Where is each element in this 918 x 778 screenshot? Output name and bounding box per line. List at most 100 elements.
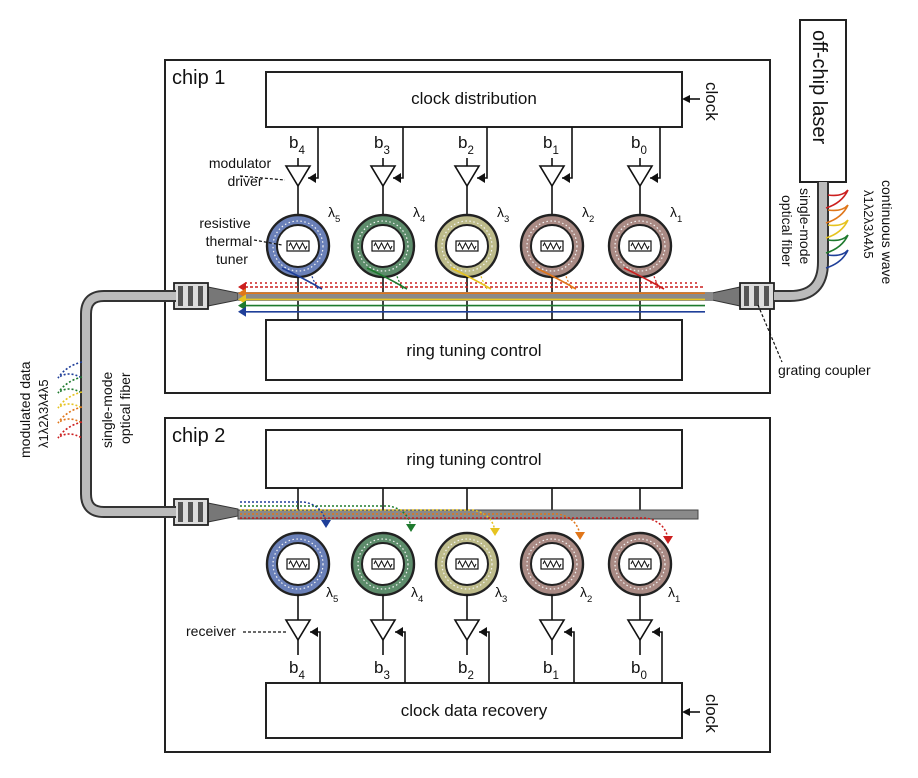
modulated-data-peak-0 xyxy=(57,361,83,379)
modulator-driver-leader xyxy=(239,175,286,181)
chip1-left-grating-coupler-tooth-1 xyxy=(188,286,193,306)
chip1-ring-resonator-1-heater-zigzag xyxy=(373,241,393,251)
chip2-ring-resonator-1-waveguide xyxy=(357,538,409,590)
chip1-left-grating-coupler-tooth-0 xyxy=(178,286,183,306)
modulated-data-peak-1 xyxy=(57,376,83,394)
chip2-ring-resonator-4-heater-zigzag xyxy=(630,559,650,569)
chip1-ring-resonator-2 xyxy=(434,213,500,279)
chip2-bus-waveguide xyxy=(173,498,699,544)
chip2-drop-arrowhead-3 xyxy=(575,532,585,540)
chip1-bit-label-2: b2 xyxy=(458,133,474,157)
c2-col-0-clock-arrowhead xyxy=(310,627,318,637)
continuous-wave-peak-3 xyxy=(825,234,849,254)
chip1-ring-resonator-2-heater-zigzag xyxy=(457,241,477,251)
chip2-drop-arrowhead-2 xyxy=(490,528,500,536)
chip2-receiver-3 xyxy=(538,619,566,642)
chip1-ring-lambda-4: λ4 xyxy=(413,204,426,225)
chip1-ring-resonator-4 xyxy=(607,213,673,279)
chip1-bit-label-3: b3 xyxy=(374,133,390,157)
left-fiber-core xyxy=(82,292,176,516)
modulated-data-peak-4 xyxy=(57,421,83,439)
chip1-title: chip 1 xyxy=(172,67,225,89)
chip1-ring-resonator-0-heater-zigzag xyxy=(288,241,308,251)
chip1-ring-resonator-4-heater-zigzag xyxy=(630,241,650,251)
chip2-bus-wavelength-2 xyxy=(240,509,496,533)
c1-col-3-clock-arrowhead xyxy=(562,173,570,183)
chip2-title: chip 2 xyxy=(172,425,225,447)
continuous-wave-peak-0 xyxy=(825,189,849,209)
off-chip-laser-box xyxy=(799,19,847,183)
chip2-ring-resonator-4-waveguide xyxy=(614,538,666,590)
continuous-wave-label: continuous wave xyxy=(879,180,895,285)
chip1-left-grating-coupler xyxy=(173,282,209,310)
chip1-right-grating-coupler-tooth-1 xyxy=(754,286,759,306)
c1-col-4-clock-arrowhead xyxy=(650,173,658,183)
chip2-ring-lambda-4: λ4 xyxy=(411,584,424,605)
chip2-ring-resonator-2-heater-zigzag xyxy=(457,559,477,569)
tuner-label: tuner xyxy=(216,251,248,267)
c2-col-2-clock-arrowhead xyxy=(479,627,487,637)
ring-tuning-control-box-chip2 xyxy=(265,429,683,489)
chip1-ring-coupling-1 xyxy=(366,267,408,290)
chip2-ring-resonator-0-waveguide xyxy=(272,538,324,590)
chip1-ring-lambda-2: λ2 xyxy=(582,204,594,225)
chip2-bit-label-3: b3 xyxy=(374,658,390,682)
continuous-wave-peak-4 xyxy=(825,249,849,269)
chip2-ring-resonator-2 xyxy=(434,531,500,597)
chip2-bit-label-2: b2 xyxy=(458,658,474,682)
c2-col-1-clock-arrowhead xyxy=(395,627,403,637)
c1-col-1-clock-arrowhead xyxy=(393,173,401,183)
clock-label-chip1: clock xyxy=(702,82,721,121)
chip2-bus-wavelength-0 xyxy=(240,501,327,525)
chip1-ring-resonator-3-heater-zigzag xyxy=(542,241,562,251)
fiber-left-line1: single-mode xyxy=(99,372,115,448)
continuous-wave-peak-1 xyxy=(825,204,849,224)
grating-coupler-leader xyxy=(757,304,783,363)
chip1-bit-label-0: b0 xyxy=(631,133,647,157)
chip1-bus-core xyxy=(238,292,713,301)
chip1-modulator-driver-3 xyxy=(538,165,566,188)
chip2-ring-resonator-1 xyxy=(350,531,416,597)
chip1-ring-resonator-3 xyxy=(519,213,585,279)
right-fiber-core xyxy=(774,182,827,300)
chip1-modulator-driver-2 xyxy=(453,165,481,188)
chip2-receiver-1 xyxy=(369,619,397,642)
chip2-receiver-4 xyxy=(626,619,654,642)
chip1-ring-lambda-5: λ5 xyxy=(328,204,340,225)
chip1-modulator-driver-0 xyxy=(284,165,312,188)
continuous-wave-peak-2 xyxy=(825,219,849,239)
clock-data-recovery-box xyxy=(265,682,683,739)
resistive-label: resistive xyxy=(199,215,251,231)
chip1-ring-coupling-3 xyxy=(535,267,577,290)
chip2-ring-resonator-1-heater-zigzag xyxy=(373,559,393,569)
chip2-left-grating-coupler-tooth-1 xyxy=(188,502,193,522)
chip1-ring-resonator-0-waveguide xyxy=(272,220,324,272)
chip2-ring-resonator-0-heater-zigzag xyxy=(288,559,308,569)
chip1-modulator-driver-4 xyxy=(626,165,654,188)
chip1-ring-coupling-dash-0 xyxy=(311,275,319,290)
chip2-receiver-0 xyxy=(284,619,312,642)
off-chip-laser-label: off-chip laser xyxy=(808,30,830,144)
modulated-data-lambdas: λ1λ2λ3λ4λ5 xyxy=(36,379,51,448)
chip1-right-grating-coupler xyxy=(739,282,775,310)
c2-col-3-clock-arrowhead xyxy=(564,627,572,637)
chip2-ring-resonator-4 xyxy=(607,531,673,597)
fiber-right-line2: optical fiber xyxy=(779,195,795,267)
chip1-ring-coupling-dash-2 xyxy=(480,275,488,290)
chip1-ring-resonator-2-waveguide xyxy=(441,220,493,272)
left-single-mode-fiber xyxy=(57,290,176,518)
chip2-left-grating-coupler-tooth-0 xyxy=(178,502,183,522)
chip1-ring-resonator-3-waveguide xyxy=(526,220,578,272)
chip2-ring-resonator-0 xyxy=(265,531,331,597)
chip1-right-grating-coupler-tooth-2 xyxy=(764,286,769,306)
chip1-bit-label-1: b1 xyxy=(543,133,559,157)
chip2-receiver-2 xyxy=(453,619,481,642)
chip2-ring-lambda-2: λ2 xyxy=(580,584,592,605)
chip2-ring-resonator-3 xyxy=(519,531,585,597)
clock-distribution-label: clock distribution xyxy=(411,89,537,108)
chip2-bit-label-4: b4 xyxy=(289,658,305,682)
chip2-bit-label-0: b0 xyxy=(631,658,647,682)
